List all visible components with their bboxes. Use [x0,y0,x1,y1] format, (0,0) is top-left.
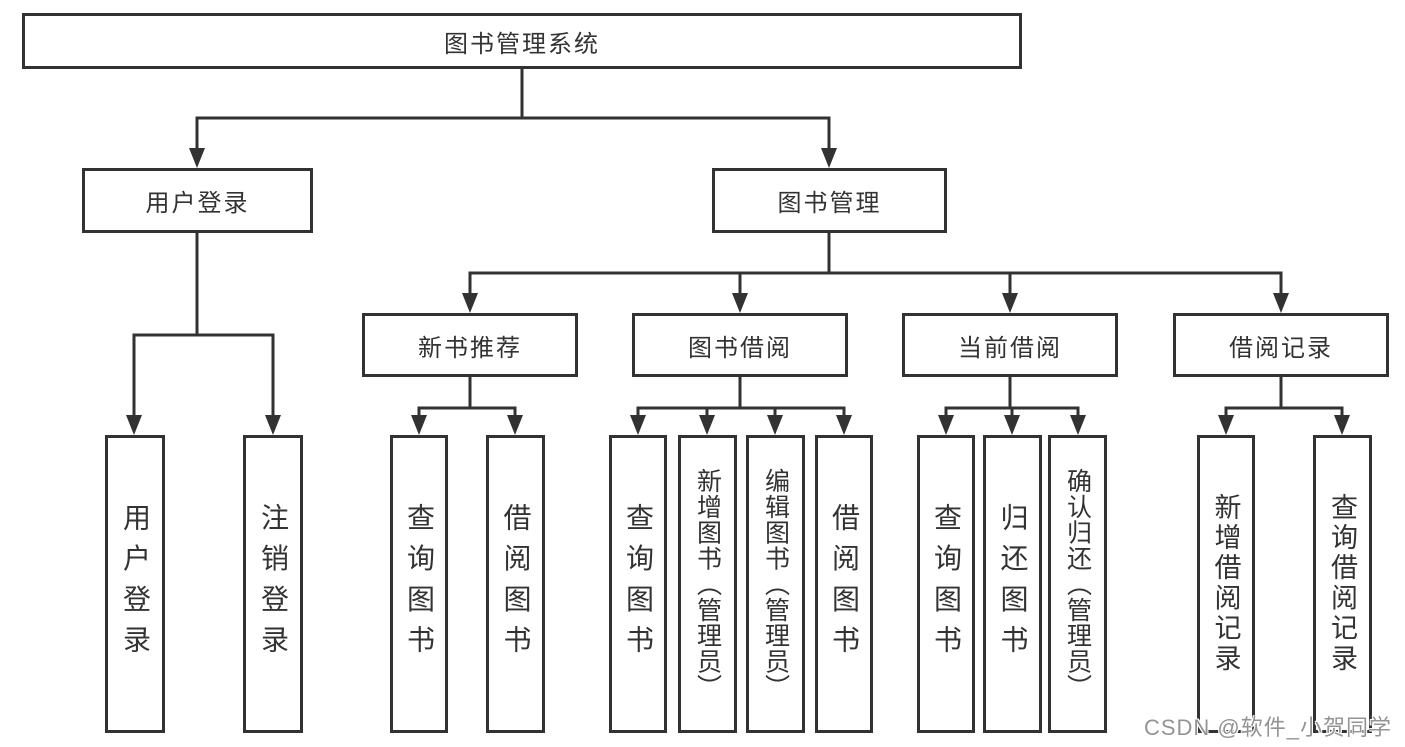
leaf-add-borrow-record: 新增借阅记录 [1197,435,1255,733]
leaf-edit-book-admin: 编辑图书（管理员） [746,435,805,733]
leaf-return-books: 归还图书 [983,435,1042,733]
leaf-query-books-borrowing: 查询图书 [609,435,667,733]
node-library-management-system: 图书管理系统 [22,13,1022,69]
leaf-query-books-current: 查询图书 [917,435,975,733]
node-borrowing-records: 借阅记录 [1173,313,1389,377]
leaf-user-login: 用户登录 [105,435,165,733]
leaf-confirm-return-admin: 确认归还（管理员） [1048,435,1107,733]
leaf-query-borrow-record: 查询借阅记录 [1313,435,1372,733]
leaf-borrow-books-borrowing: 借阅图书 [815,435,873,733]
csdn-watermark: CSDN @软件_小贺同学 [1143,715,1392,740]
node-new-book-recommendation: 新书推荐 [362,313,578,377]
node-current-borrowing: 当前借阅 [902,313,1118,377]
leaf-query-books-recommend: 查询图书 [390,435,448,733]
arrowheads [126,148,1350,435]
node-book-management: 图书管理 [712,168,947,233]
node-book-borrowing: 图书借阅 [632,313,848,377]
node-user-login: 用户登录 [82,168,313,233]
leaf-logout: 注销登录 [243,435,303,733]
leaf-add-book-admin: 新增图书（管理员） [678,435,737,733]
leaf-borrow-books-recommend: 借阅图书 [486,435,545,733]
